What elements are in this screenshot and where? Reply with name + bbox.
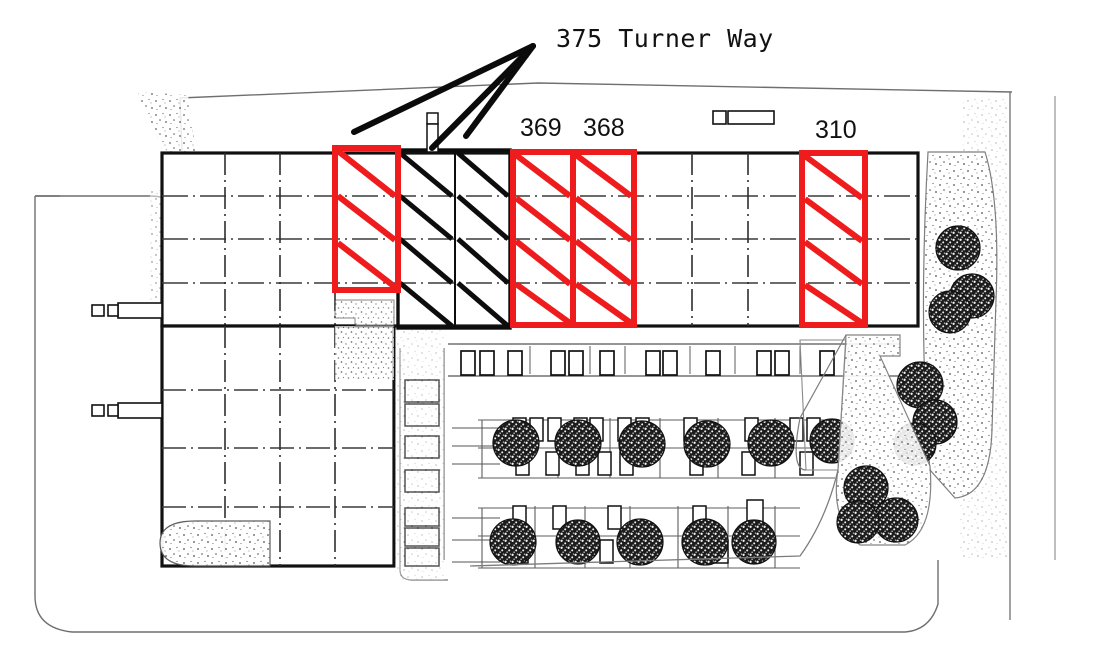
parking-row-south xyxy=(452,499,800,569)
south-grid-horizontal xyxy=(162,389,394,508)
parking-row-middle xyxy=(452,417,855,479)
unit-label-369: 369 xyxy=(520,114,562,142)
curb-ticks-left xyxy=(452,427,500,465)
black-hatched-bay xyxy=(396,148,512,330)
north-building xyxy=(160,110,920,330)
tree-row-upper xyxy=(492,418,855,468)
loading-dock-symbol xyxy=(712,110,775,125)
highlight-overlays xyxy=(332,145,868,328)
highlight-west-unit[interactable] xyxy=(332,145,401,293)
parking-row-north xyxy=(448,343,900,377)
black-hatch-lines xyxy=(398,151,510,328)
unit-label-368: 368 xyxy=(583,114,625,142)
highlight-unit-368[interactable] xyxy=(570,149,637,328)
landscape-island-southeast xyxy=(795,334,932,546)
tree-row-lower xyxy=(489,518,777,566)
drive-aisle-edge xyxy=(469,469,839,567)
title-leader-lines xyxy=(351,43,536,151)
unit-label-310: 310 xyxy=(815,116,857,144)
column-grid-lines xyxy=(162,195,918,284)
wall-mounted-equipment xyxy=(91,302,163,419)
highlight-unit-310[interactable] xyxy=(799,150,868,328)
entry-pad xyxy=(159,520,271,567)
page-title: 375 Turner Way xyxy=(556,24,774,53)
